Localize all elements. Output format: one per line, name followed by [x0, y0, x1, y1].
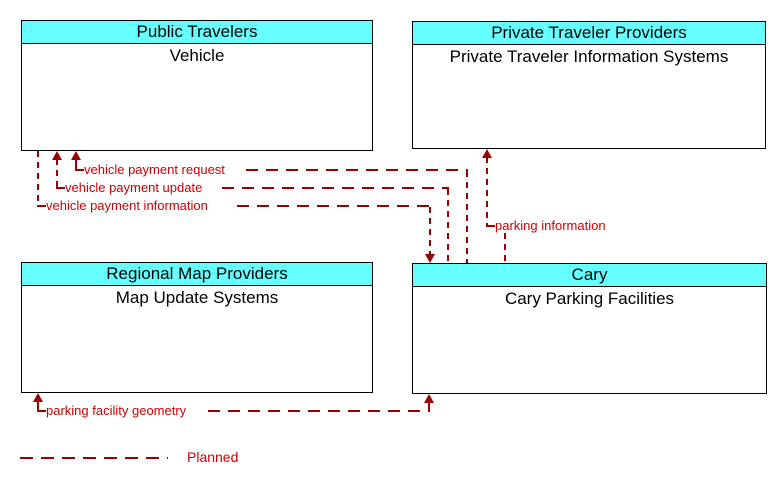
entity-body-cary-parking-facilities: Cary Parking Facilities [504, 289, 675, 308]
entity-box-regional-map-providers: Regional Map Providers Map Update System… [21, 262, 373, 393]
entity-box-private-traveler-providers: Private Traveler Providers Private Trave… [412, 21, 766, 149]
flow-label-vehicle-payment-update: vehicle payment update [65, 180, 203, 195]
flow-line [222, 187, 449, 189]
arrowhead-down-icon [425, 254, 435, 263]
arrowhead-up-icon [482, 149, 492, 158]
arrowhead-up-icon [52, 151, 62, 160]
flow-line [447, 189, 449, 263]
flow-label-vehicle-payment-information: vehicle payment information [46, 198, 208, 213]
flow-line [428, 402, 430, 412]
entity-body-map-update-systems: Map Update Systems [115, 288, 279, 307]
flow-label-parking-facility-geometry: parking facility geometry [46, 403, 187, 418]
entity-box-public-travelers: Public Travelers Vehicle [21, 20, 373, 151]
entity-box-cary: Cary Cary Parking Facilities [412, 263, 767, 394]
flow-line [504, 233, 506, 263]
flow-line [486, 157, 488, 226]
entity-body-private-traveler-information-systems: Private Traveler Information Systems [449, 47, 729, 66]
arrowhead-up-icon [424, 394, 434, 403]
flow-line [486, 225, 495, 227]
entity-header-private-traveler-providers: Private Traveler Providers [413, 22, 765, 45]
arrowhead-up-icon [71, 151, 81, 160]
flow-label-vehicle-payment-request: vehicle payment request [84, 162, 225, 177]
flow-line [37, 401, 39, 411]
flow-line [37, 205, 46, 207]
arrowhead-up-icon [33, 393, 43, 402]
flow-line [56, 187, 65, 189]
legend-dashed-line [20, 457, 168, 459]
flow-line [56, 159, 58, 188]
flow-line [75, 169, 84, 171]
entity-header-public-travelers: Public Travelers [22, 21, 372, 44]
flow-line [37, 410, 46, 412]
flow-line [246, 169, 468, 171]
entity-header-regional-map-providers: Regional Map Providers [22, 263, 372, 286]
entity-header-cary: Cary [413, 264, 766, 287]
flow-line [237, 205, 430, 207]
flow-label-parking-information: parking information [495, 218, 606, 233]
legend-label-planned: Planned [187, 449, 239, 465]
flow-line [466, 171, 468, 263]
flow-line [208, 410, 430, 412]
entity-body-vehicle: Vehicle [169, 46, 225, 65]
flow-line [37, 151, 39, 206]
flow-line [429, 207, 431, 254]
flow-line [75, 159, 77, 170]
